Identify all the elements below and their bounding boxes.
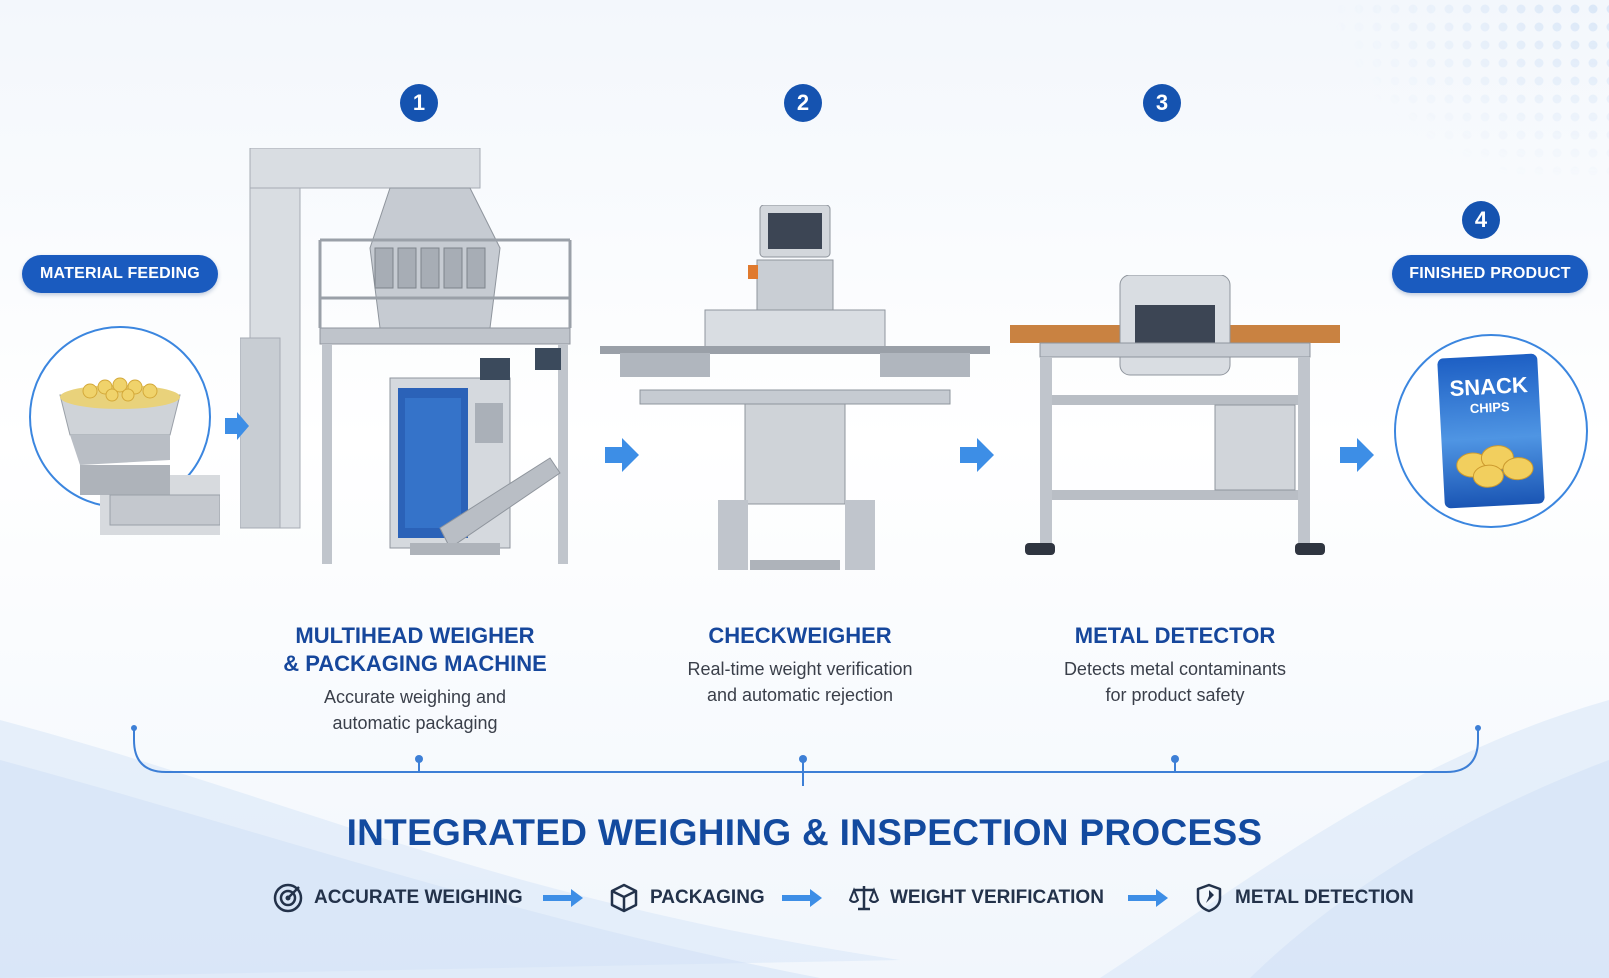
process-step-packaging: PACKAGING — [608, 880, 765, 916]
box-icon — [610, 883, 638, 913]
step-3-desc-line1: Detects metal contaminants — [1063, 659, 1287, 679]
step-1-desc-line2: automatic packaging — [332, 713, 498, 733]
step-1-title: MULTIHEAD WEIGHER & PACKAGING MACHINE — [250, 622, 580, 678]
process-step-weight-verification: WEIGHT VERIFICATION — [848, 880, 1104, 916]
finished-product-label: FINISHED PRODUCT — [1392, 255, 1588, 293]
step-3-badge: 3 — [1143, 84, 1181, 122]
flow-arrow-icon — [225, 412, 249, 440]
step-2-desc: Real-time weight verification and automa… — [640, 656, 960, 708]
process-step-label: METAL DETECTION — [1235, 887, 1414, 908]
step-1-badge: 1 — [400, 84, 438, 122]
step-3-desc-line2: for product safety — [1105, 685, 1245, 705]
main-title: INTEGRATED WEIGHING & INSPECTION PROCESS — [346, 812, 1263, 853]
material-feeding-label: MATERIAL FEEDING — [22, 255, 218, 293]
arrow-right-icon — [1128, 889, 1168, 907]
process-step-metal-detection: METAL DETECTION — [1193, 880, 1414, 916]
step-3-title: METAL DETECTOR — [1074, 623, 1276, 648]
target-icon — [273, 883, 303, 913]
step-1-title-line2: & PACKAGING MACHINE — [283, 651, 547, 676]
step-2-title: CHECKWEIGHER — [708, 623, 892, 648]
arrow-right-icon — [543, 889, 583, 907]
process-step-label: PACKAGING — [650, 887, 765, 908]
step-3-desc: Detects metal contaminants for product s… — [1015, 656, 1335, 708]
multihead-weigher-image — [240, 148, 572, 564]
scale-icon — [848, 886, 880, 911]
step-1-title-line1: MULTIHEAD WEIGHER — [295, 623, 535, 648]
timeline-bracket — [131, 725, 1481, 786]
chips-graphic — [1456, 445, 1534, 488]
step-2-desc-line2: and automatic rejection — [706, 685, 894, 705]
step-4-badge: 4 — [1462, 201, 1500, 239]
flow-arrow-icon — [605, 438, 639, 472]
snack-bag: SNACK CHIPS — [1437, 353, 1545, 509]
process-step-label: ACCURATE WEIGHING — [314, 887, 523, 908]
process-step-accurate-weighing: ACCURATE WEIGHING — [272, 880, 523, 916]
step-2-desc-line1: Real-time weight verification — [687, 659, 913, 679]
shield-icon — [1196, 883, 1222, 913]
feeder-hopper-image — [29, 326, 220, 535]
flow-arrow-icon — [960, 438, 994, 472]
step-2-badge: 2 — [784, 84, 822, 122]
process-step-label: WEIGHT VERIFICATION — [890, 887, 1104, 908]
flow-arrow-icon — [1340, 438, 1374, 472]
checkweigher-image — [600, 205, 990, 570]
step-1-desc: Accurate weighing and automatic packagin… — [250, 684, 580, 736]
arrow-right-icon — [782, 889, 822, 907]
finished-product-image: SNACK CHIPS — [1394, 334, 1588, 528]
step-1-desc-line1: Accurate weighing and — [323, 687, 507, 707]
metal-detector-image — [1010, 275, 1340, 555]
